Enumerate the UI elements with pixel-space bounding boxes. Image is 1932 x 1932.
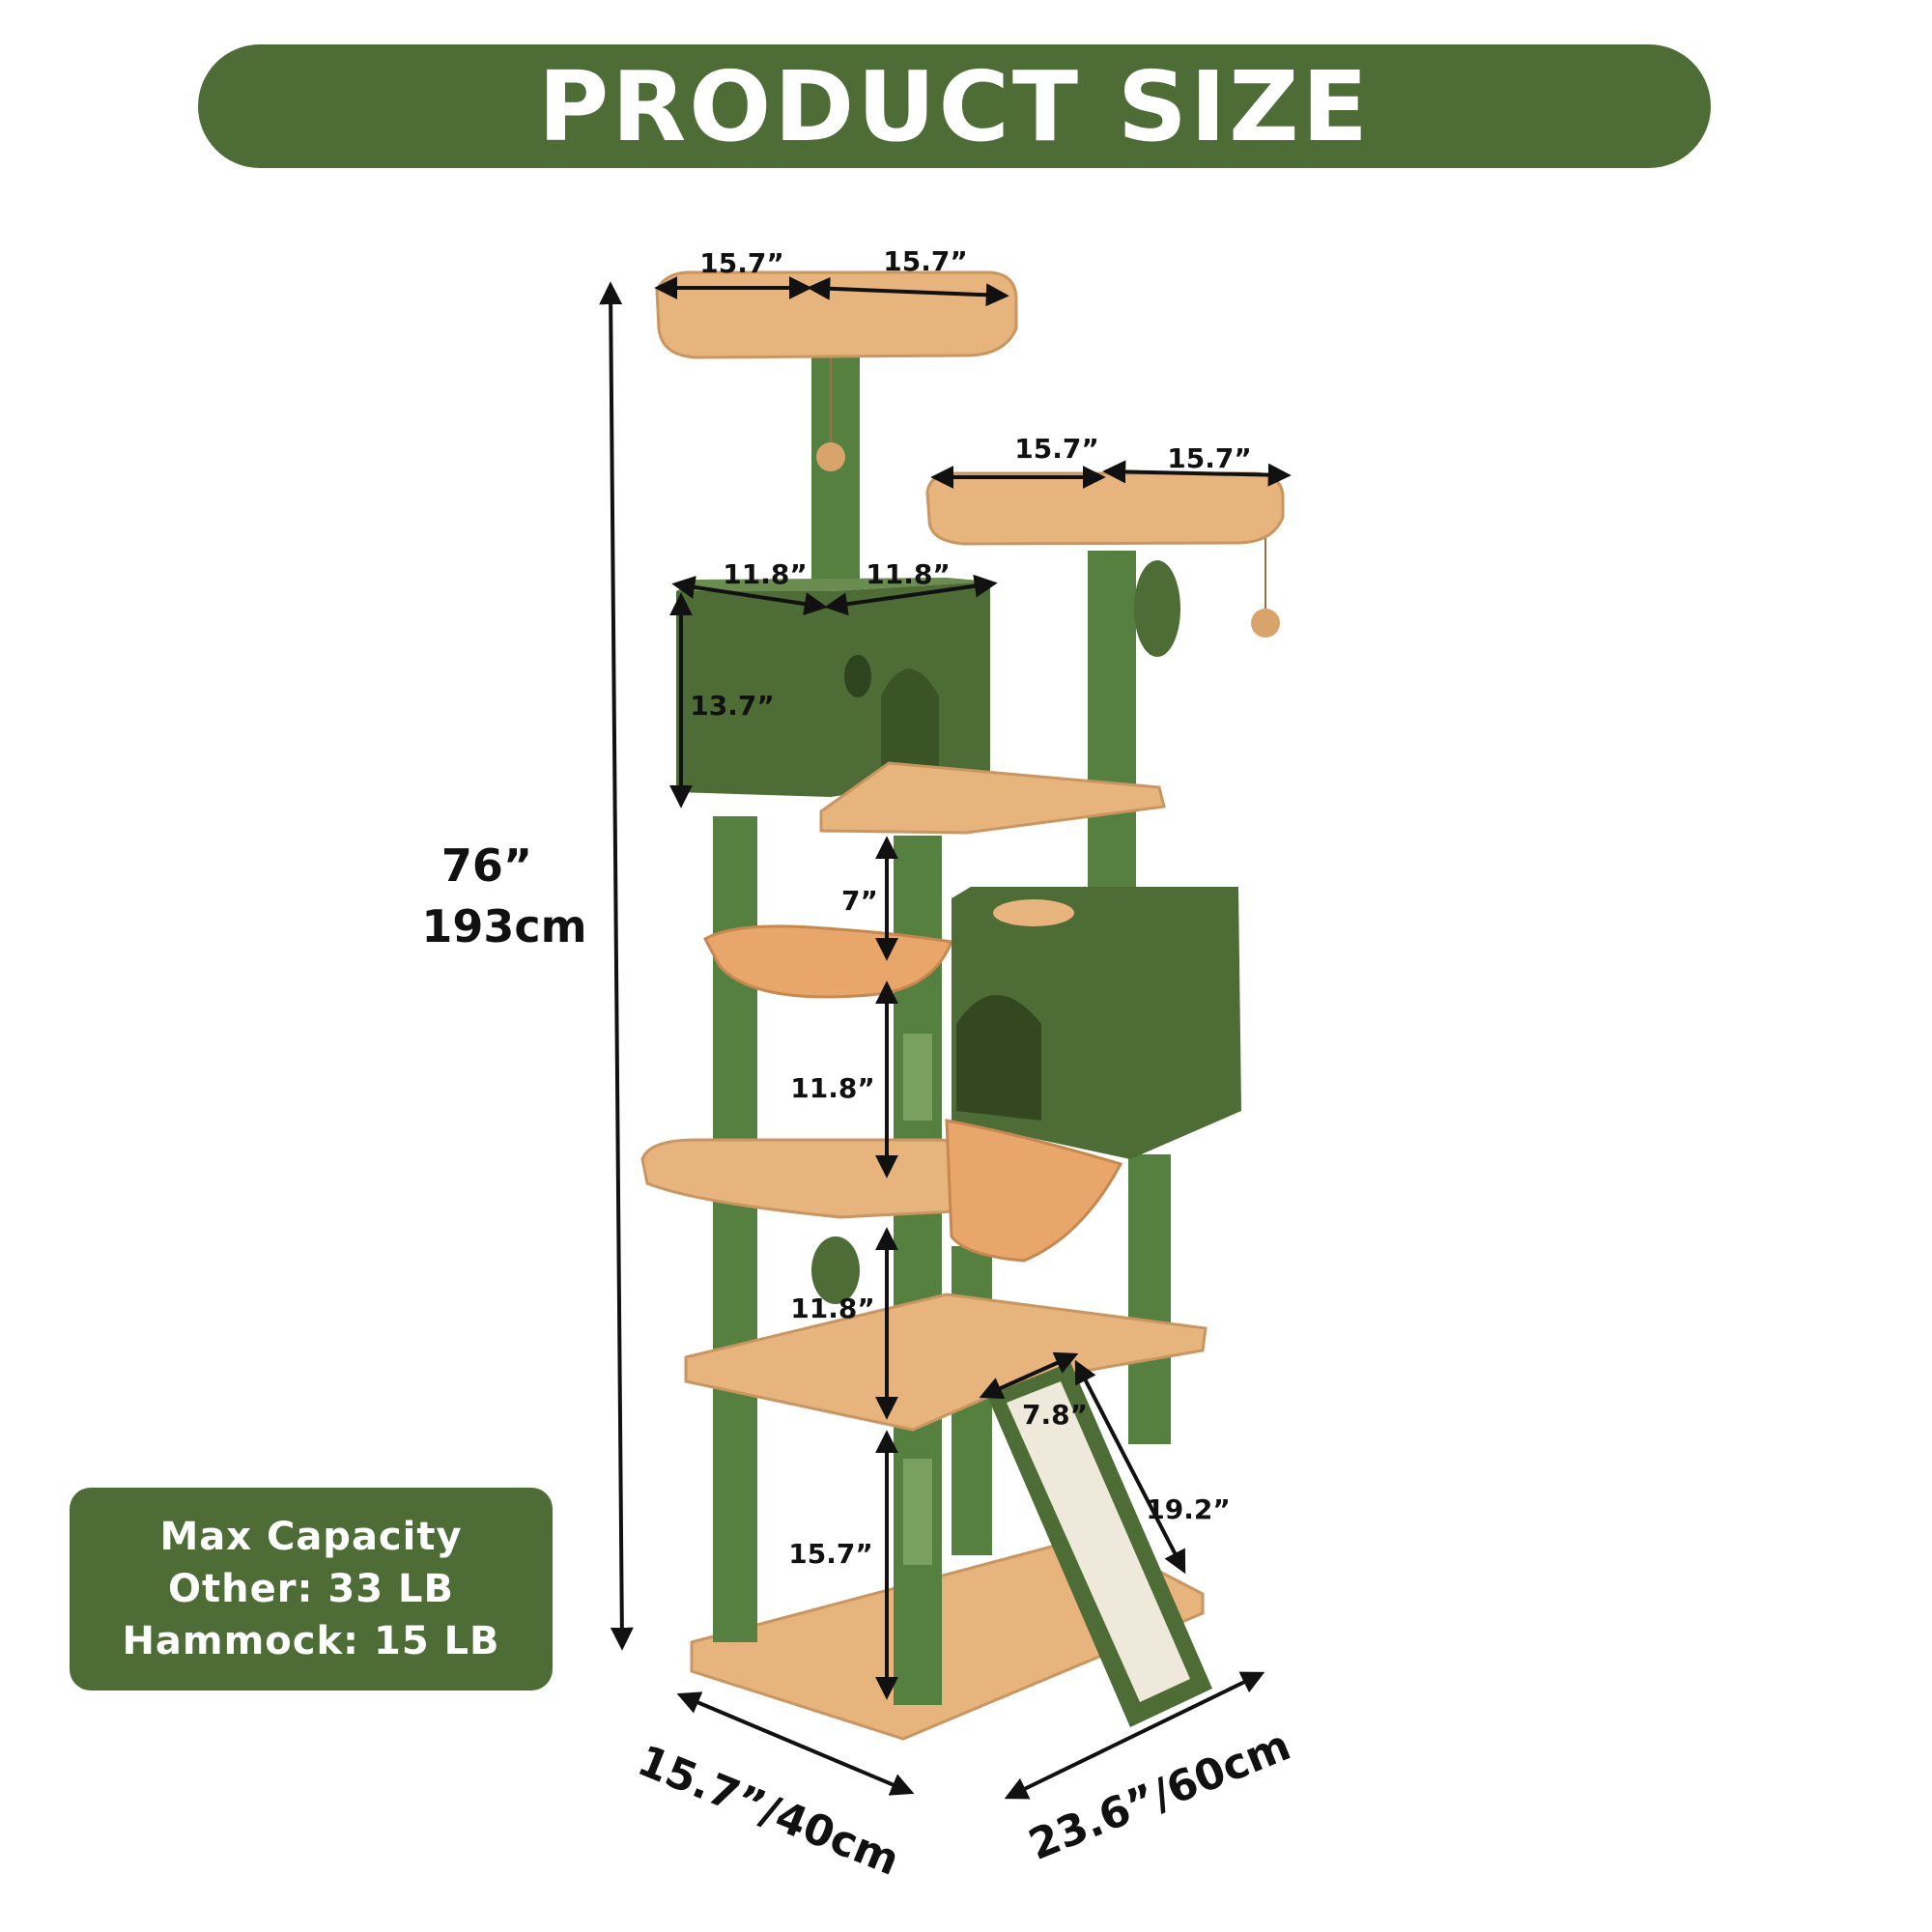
label-condo-height: 13.7” (690, 690, 775, 722)
hammock-large (945, 1119, 1123, 1263)
platform-level-1 (819, 761, 1166, 835)
label-base-width: 23.6”/60cm (1022, 1720, 1297, 1870)
post-back-right (1128, 1154, 1171, 1444)
upper-perch (925, 471, 1285, 546)
dangle-ball-upper (1251, 609, 1280, 638)
label-upper-perch-left: 15.7” (1014, 433, 1099, 465)
dim-line-upper-perch-right (1102, 460, 1292, 487)
platform-level-3 (684, 1293, 1208, 1432)
dimension-lines (599, 276, 1292, 1800)
capacity-other: Other: 33 LB (168, 1567, 454, 1611)
dim-line-top-perch-right (807, 276, 1009, 307)
top-perch (655, 270, 1018, 359)
dim-line-base-depth (676, 1691, 915, 1796)
label-upper-perch-right: 15.7” (1167, 442, 1252, 474)
post-sisal-band (903, 1034, 932, 1121)
dangle-ball-top (816, 442, 845, 471)
label-gap-level-3: 11.8” (790, 1293, 875, 1324)
label-overall-height-cm: 193cm (421, 900, 586, 952)
dim-line-overall-height (599, 281, 634, 1651)
page-title: PRODUCT SIZE (538, 49, 1371, 163)
label-gap-level-2: 11.8” (790, 1072, 875, 1104)
capacity-box: Max Capacity Other: 33 LB Hammock: 15 LB (70, 1488, 553, 1690)
label-condo-left: 11.8” (723, 558, 808, 590)
post-sisal-band-2 (903, 1459, 932, 1565)
condo-lower (952, 887, 1241, 1159)
label-gap-hammock: 7” (841, 885, 878, 917)
dim-line-condo-right (824, 574, 998, 616)
label-overall-height-in: 76” (441, 839, 532, 892)
label-ramp-width: 7.8” (1022, 1399, 1088, 1431)
post-upper-right (1088, 551, 1136, 937)
cactus-toy (811, 1236, 860, 1304)
platform-level-2 (640, 1138, 982, 1219)
label-gap-base: 15.7” (788, 1538, 873, 1570)
dim-line-condo-left (671, 576, 828, 615)
capacity-hammock: Hammock: 15 LB (122, 1619, 500, 1663)
label-ramp-length: 19.2” (1146, 1493, 1231, 1525)
dim-line-base-width (1004, 1671, 1265, 1800)
dim-line-ramp-length (1074, 1359, 1186, 1575)
label-top-perch-right: 15.7” (883, 245, 968, 277)
label-base-depth: 15.7”/40cm (631, 1736, 906, 1886)
label-top-perch-left: 15.7” (699, 247, 784, 279)
title-banner: PRODUCT SIZE (198, 44, 1711, 168)
condo-upper (676, 578, 990, 797)
dim-line-ramp-width (979, 1351, 1079, 1400)
cactus-arm (1134, 560, 1180, 657)
label-condo-right: 11.8” (866, 558, 951, 590)
capacity-heading: Max Capacity (159, 1515, 463, 1559)
